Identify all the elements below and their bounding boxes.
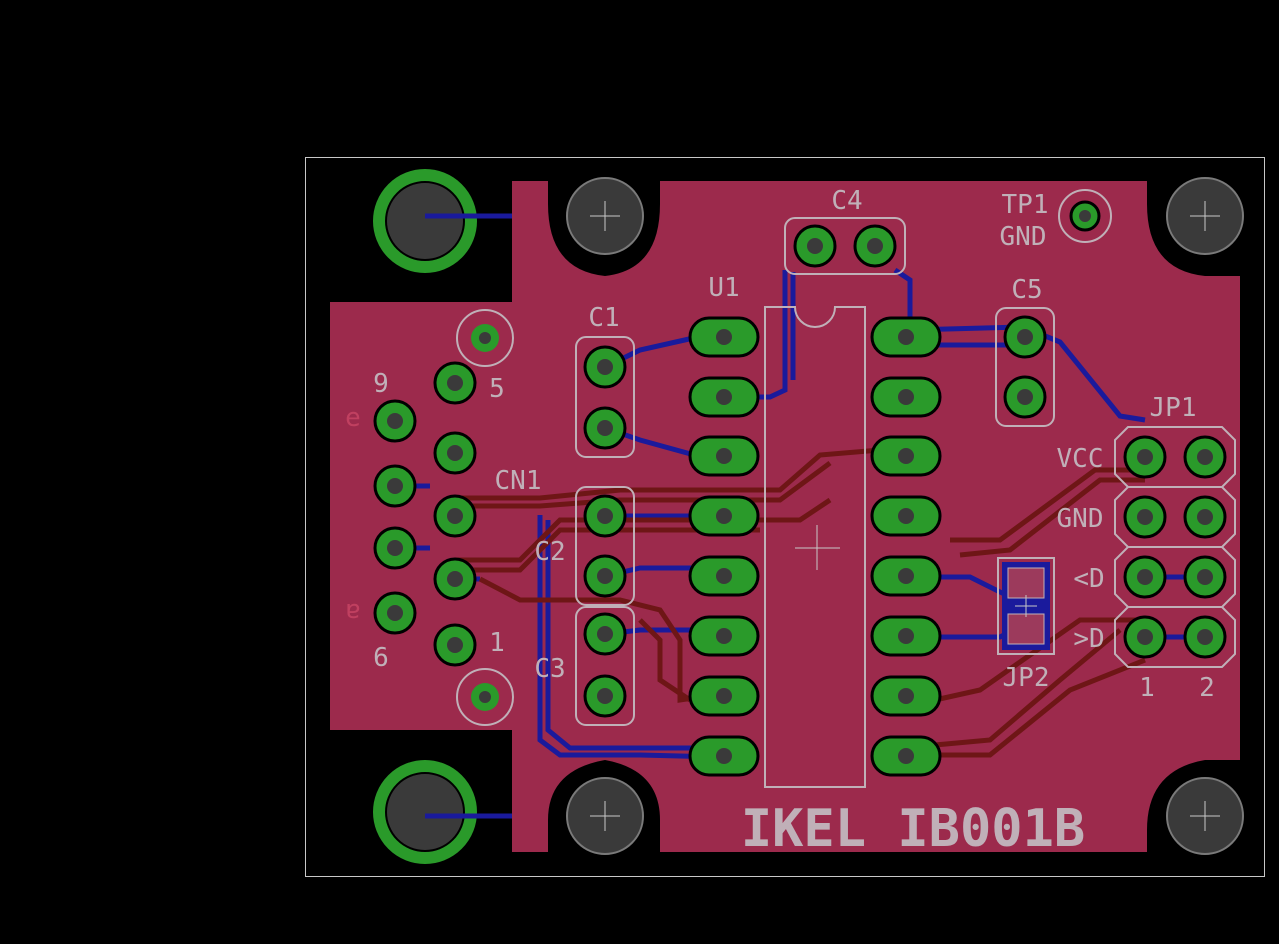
label-c5: C5 [1011, 275, 1042, 305]
label-mirrored-e: e [345, 403, 361, 433]
jp2-solder-jumper [997, 557, 1055, 655]
label-jp2: JP2 [1003, 663, 1050, 693]
board-name: IKEL IB001B [741, 799, 1085, 859]
label-pin-6: 6 [373, 643, 389, 673]
capacitor-outlines [575, 217, 1055, 726]
label-tp1-net: GND [1000, 222, 1047, 252]
label-cn1: CN1 [495, 466, 542, 496]
label-u1: U1 [708, 273, 739, 303]
label-vcc: VCC [1057, 444, 1104, 474]
board-outline [305, 157, 1265, 877]
crosshair-icon [795, 525, 840, 570]
label-mirrored-a: a [345, 597, 361, 627]
label-data-out: >D [1073, 624, 1104, 654]
pad-icon [373, 200, 1227, 718]
connector-mount-pad-icon [373, 169, 512, 864]
jp1-outline [1114, 426, 1236, 668]
via-icon [456, 189, 1112, 726]
label-c2: C2 [534, 537, 565, 567]
label-c4: C4 [831, 186, 862, 216]
crosshair-icon [590, 201, 1220, 831]
label-data-in: <D [1073, 564, 1104, 594]
label-jp1-col-2: 2 [1199, 673, 1215, 703]
label-pin-1: 1 [489, 628, 505, 658]
label-gnd: GND [1057, 504, 1104, 534]
label-c1: C1 [588, 303, 619, 333]
label-jp1: JP1 [1150, 393, 1197, 423]
label-c3: C3 [534, 654, 565, 684]
u1-outline [764, 306, 866, 788]
label-tp1: TP1 [1002, 190, 1049, 220]
u1-pads [688, 316, 942, 777]
label-jp1-col-1: 1 [1139, 673, 1155, 703]
label-pin-5: 5 [489, 374, 505, 404]
label-pin-9: 9 [373, 369, 389, 399]
